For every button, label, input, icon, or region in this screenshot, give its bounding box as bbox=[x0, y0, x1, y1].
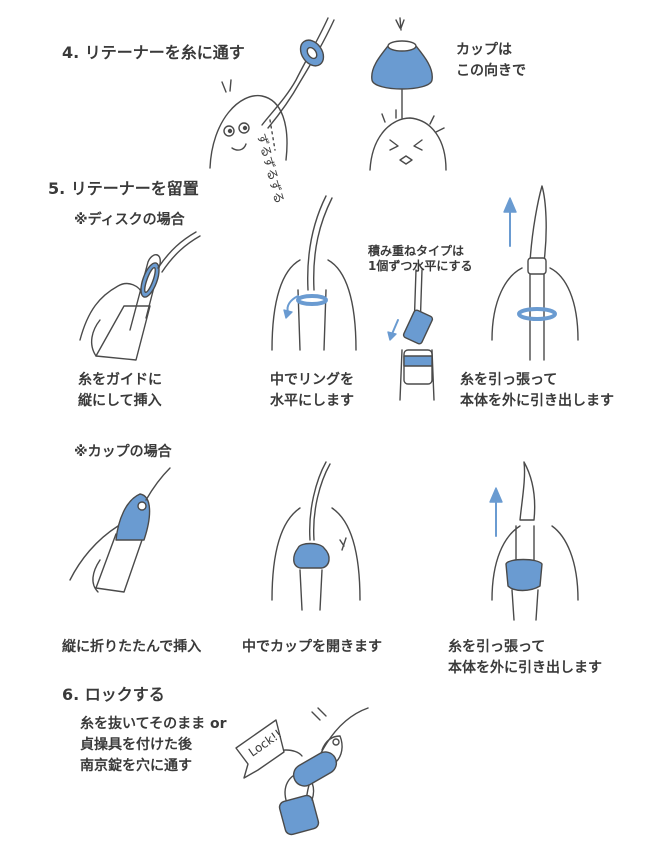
cup-caption-3: 糸を引っ張って 本体を外に引き出します bbox=[448, 639, 602, 676]
lock-illustration bbox=[235, 707, 369, 836]
disc-case-heading: ※ディスクの場合 bbox=[74, 212, 185, 228]
step4-title: 4. リテーナーを糸に通す bbox=[62, 43, 245, 62]
ring-horizontal-illustration bbox=[271, 195, 357, 351]
step6-title: 6. ロックする bbox=[62, 685, 165, 704]
step4-cup-orientation-illustration bbox=[369, 17, 447, 171]
step6-note: 糸を抜いてそのまま or 貞操具を付けた後 南京錠を穴に通す bbox=[80, 716, 227, 774]
step4-character-ring-illustration bbox=[209, 17, 335, 169]
disc-insert-illustration bbox=[79, 231, 201, 361]
cup-case-heading: ※カップの場合 bbox=[74, 444, 172, 460]
step4-cup-note: カップは この向きで bbox=[456, 42, 526, 79]
cup-open-illustration bbox=[271, 461, 361, 611]
disc-caption-1: 糸をガイドに 縦にして挿入 bbox=[78, 372, 162, 409]
step5-title: 5. リテーナーを留置 bbox=[48, 179, 199, 198]
cup-insert-illustration bbox=[69, 467, 171, 593]
pull-out-disc-illustration bbox=[491, 185, 579, 361]
pull-out-cup-illustration bbox=[489, 461, 579, 621]
cup-caption-2: 中でカップを開きます bbox=[242, 639, 382, 655]
disc-caption-3: 積み重ねタイプは 1個ずつ水平にする bbox=[368, 244, 473, 273]
stacked-rings-illustration bbox=[387, 269, 435, 401]
disc-caption-4: 糸を引っ張って 本体を外に引き出します bbox=[460, 372, 614, 409]
cup-caption-1: 縦に折りたたんで挿入 bbox=[62, 639, 202, 655]
disc-caption-2: 中でリングを 水平にします bbox=[270, 372, 354, 409]
